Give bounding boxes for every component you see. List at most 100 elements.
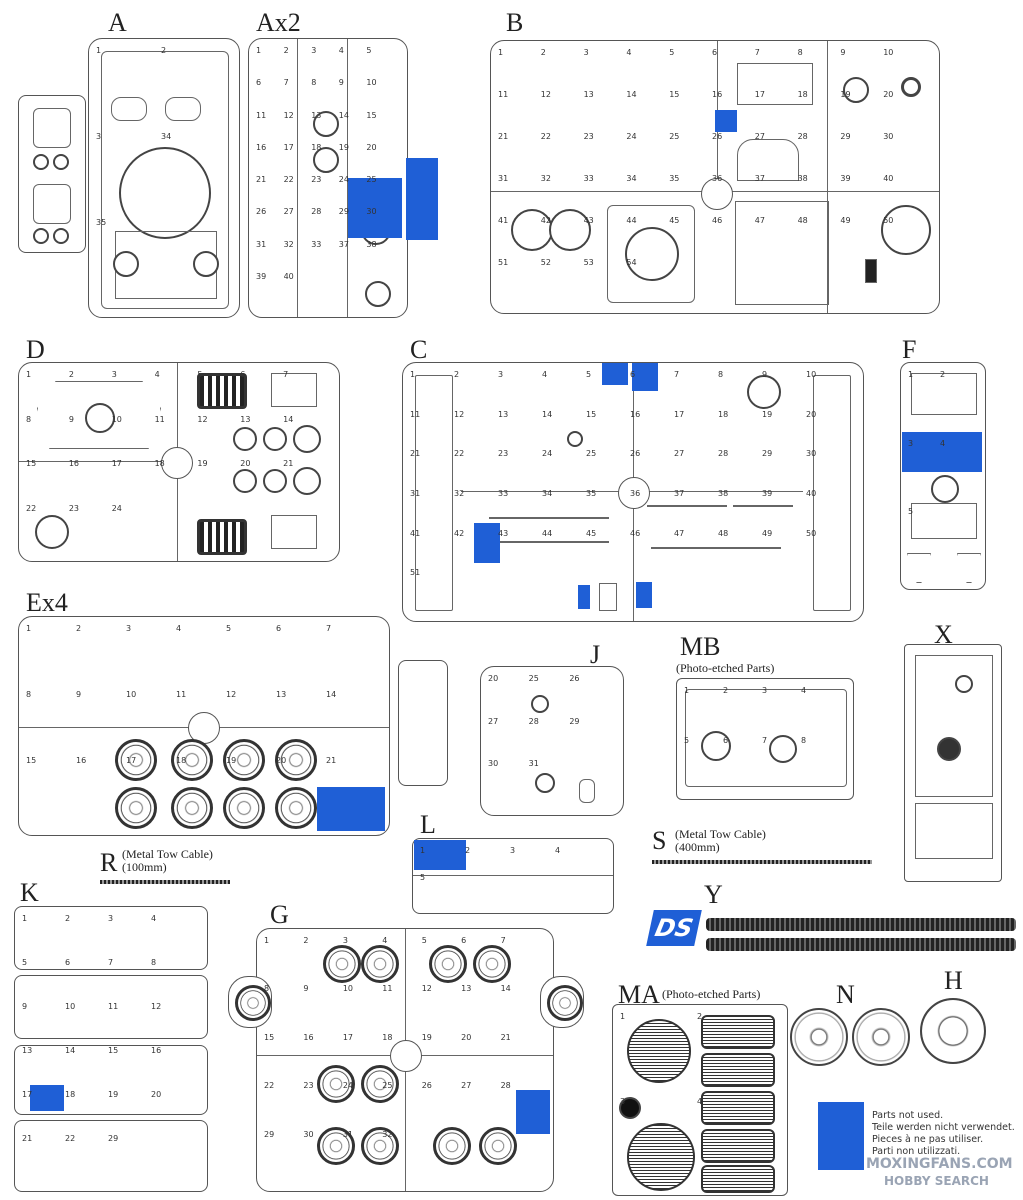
part-number-b-52: 52 xyxy=(540,258,551,267)
part-number-g-8: 8 xyxy=(264,984,270,994)
unused-part-highlight xyxy=(348,178,402,238)
part-number-g-5: 5 xyxy=(421,936,427,945)
part-number-l-4: 4 xyxy=(555,846,561,855)
part-number-g-28: 28 xyxy=(500,1081,511,1091)
part-number-c-43: 43 xyxy=(498,528,509,538)
part-number-c-21: 21 xyxy=(410,449,421,459)
sprue-b xyxy=(490,40,940,314)
part-number-l-3: 3 xyxy=(510,846,516,855)
part-number-b-45: 45 xyxy=(669,216,680,225)
part-number-g-15: 15 xyxy=(264,1032,275,1042)
part-number-c-51: 51 xyxy=(410,568,421,578)
part-number-f-3: 3 xyxy=(908,438,914,448)
part-number-g-18: 18 xyxy=(382,1032,393,1042)
part-number-b-13: 13 xyxy=(583,90,594,99)
unused-part-highlight xyxy=(30,1085,64,1111)
part-number-b-27: 27 xyxy=(754,132,765,141)
part-number-d-24: 24 xyxy=(111,503,122,513)
part-number-ax2-14: 14 xyxy=(338,110,349,120)
sprue-sub-s-1: (Metal Tow Cable) xyxy=(675,827,766,841)
unused-part-highlight xyxy=(578,585,590,609)
part-number-c-6: 6 xyxy=(630,370,636,379)
part-number-b-20: 20 xyxy=(883,90,894,99)
part-number-k-15: 15 xyxy=(108,1046,119,1055)
part-number-d-4: 4 xyxy=(154,370,160,379)
unused-part-highlight xyxy=(632,363,658,391)
part-number-ax2-2: 2 xyxy=(283,46,289,55)
part-number-j-25: 25 xyxy=(528,674,539,683)
part-number-g-26: 26 xyxy=(421,1081,432,1091)
part-number-d-1: 1 xyxy=(26,370,32,379)
part-number-c-46: 46 xyxy=(630,528,641,538)
part-number-ax2-13: 13 xyxy=(311,110,322,120)
part-number-k-18: 18 xyxy=(65,1090,76,1099)
part-number-ax2-25: 25 xyxy=(366,175,377,184)
part-number-b-2: 2 xyxy=(540,48,546,57)
sprue-g-right xyxy=(540,976,584,1028)
part-number-c-28: 28 xyxy=(718,449,729,459)
part-number-b-5: 5 xyxy=(669,48,675,57)
part-number-g-1: 1 xyxy=(264,936,270,945)
part-number-c-36: 36 xyxy=(630,489,641,498)
sprue-mb xyxy=(676,678,854,800)
part-number-d-8: 8 xyxy=(26,414,32,424)
sprue-j xyxy=(480,666,624,816)
part-number-k-9: 9 xyxy=(22,1002,28,1011)
part-number-c-14: 14 xyxy=(542,409,553,419)
part-number-ex4-11: 11 xyxy=(176,690,187,699)
part-number-b-36: 36 xyxy=(712,174,723,183)
part-number-ex4-21: 21 xyxy=(326,756,337,765)
part-number-ax2-12: 12 xyxy=(283,110,294,120)
part-number-a-1: 1 xyxy=(96,46,102,55)
part-number-b-17: 17 xyxy=(754,90,765,99)
sprue-label-ax2: Ax2 xyxy=(256,8,301,37)
part-number-g-23: 23 xyxy=(303,1081,314,1091)
sprue-g-left xyxy=(228,976,272,1028)
sprue-ex4 xyxy=(18,616,390,836)
sprue-label-x: X xyxy=(934,620,953,649)
part-number-b-53: 53 xyxy=(583,258,594,267)
part-number-ma-1: 1 xyxy=(620,1012,626,1021)
part-number-c-31: 31 xyxy=(410,489,421,498)
legend-text: Parts not used. Teile werden nicht verwe… xyxy=(872,1110,1015,1158)
part-number-c-17: 17 xyxy=(674,409,685,419)
sprue-label-b: B xyxy=(506,8,524,37)
part-number-g-16: 16 xyxy=(303,1032,314,1042)
part-number-ax2-3: 3 xyxy=(311,46,317,55)
part-number-c-40: 40 xyxy=(806,489,817,498)
part-number-c-38: 38 xyxy=(718,489,729,498)
sprue-a xyxy=(88,38,240,318)
part-number-k-19: 19 xyxy=(108,1090,119,1099)
part-number-ax2-27: 27 xyxy=(283,207,294,217)
unused-part-highlight xyxy=(602,363,628,385)
part-number-b-7: 7 xyxy=(754,48,760,57)
part-number-k-4: 4 xyxy=(151,914,157,923)
part-number-c-39: 39 xyxy=(762,489,773,498)
part-number-d-13: 13 xyxy=(240,414,251,424)
part-number-ax2-16: 16 xyxy=(256,142,267,152)
part-number-b-31: 31 xyxy=(498,174,509,183)
part-number-c-35: 35 xyxy=(586,489,597,498)
part-number-c-7: 7 xyxy=(674,370,680,379)
part-number-d-16: 16 xyxy=(68,459,80,468)
part-number-ma-4: 4 xyxy=(697,1097,703,1106)
part-number-d-19: 19 xyxy=(197,459,208,468)
watermark-line-1: MOXINGFANS.COM xyxy=(866,1156,1013,1172)
part-number-ax2-10: 10 xyxy=(366,78,377,88)
part-number-ex4-4: 4 xyxy=(176,624,182,633)
part-number-ax2-9: 9 xyxy=(338,78,344,88)
part-number-d-14: 14 xyxy=(283,414,294,424)
part-number-ex4-7: 7 xyxy=(326,624,332,633)
part-number-ax2-26: 26 xyxy=(256,207,267,217)
part-number-d-5: 5 xyxy=(197,370,203,379)
part-number-g-6: 6 xyxy=(461,936,467,945)
part-number-b-33: 33 xyxy=(583,174,594,183)
part-number-ax2-32: 32 xyxy=(283,239,294,249)
part-number-g-29: 29 xyxy=(264,1129,275,1139)
part-number-b-19: 19 xyxy=(840,90,851,99)
part-number-c-9: 9 xyxy=(762,370,768,379)
part-number-d-22: 22 xyxy=(26,503,37,513)
wheel-n-2 xyxy=(852,1008,910,1066)
part-number-ax2-30: 30 xyxy=(366,207,377,217)
part-number-c-25: 25 xyxy=(586,449,597,459)
